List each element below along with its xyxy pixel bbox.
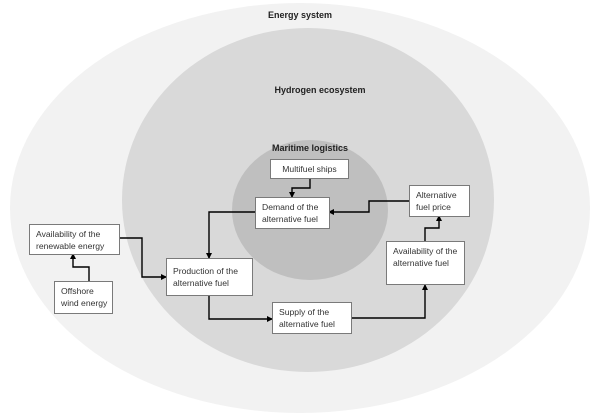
node-availability-renewable-energy: Availability of the renewable energy — [29, 224, 120, 255]
edge-demand-to-production — [206, 211, 255, 259]
edge-renewable-to-production — [119, 237, 167, 280]
node-multifuel-ships: Multifuel ships — [270, 159, 349, 179]
edge-supply-to-availability — [351, 284, 428, 319]
edge-availability-to-price — [424, 215, 442, 241]
node-alternative-fuel-price: Alternative fuel price — [409, 185, 470, 217]
edge-production-to-supply — [208, 296, 273, 322]
edge-offshore-to-renewable — [70, 253, 90, 281]
edge-multifuel-to-demand — [289, 178, 311, 198]
node-supply: Supply of the alternative fuel — [272, 302, 352, 334]
node-production: Production of the alternative fuel — [166, 258, 253, 296]
node-demand: Demand of the alternative fuel — [255, 197, 330, 229]
node-offshore-wind-energy: Offshore wind energy — [54, 281, 113, 314]
edge-price-to-demand — [328, 200, 409, 215]
node-availability-alternative-fuel: Availability of the alternative fuel — [386, 241, 465, 285]
energy-system-label: Energy system — [267, 10, 333, 20]
hydrogen-ecosystem-label: Hydrogen ecosystem — [274, 85, 366, 95]
maritime-logistics-label: Maritime logistics — [271, 143, 349, 153]
